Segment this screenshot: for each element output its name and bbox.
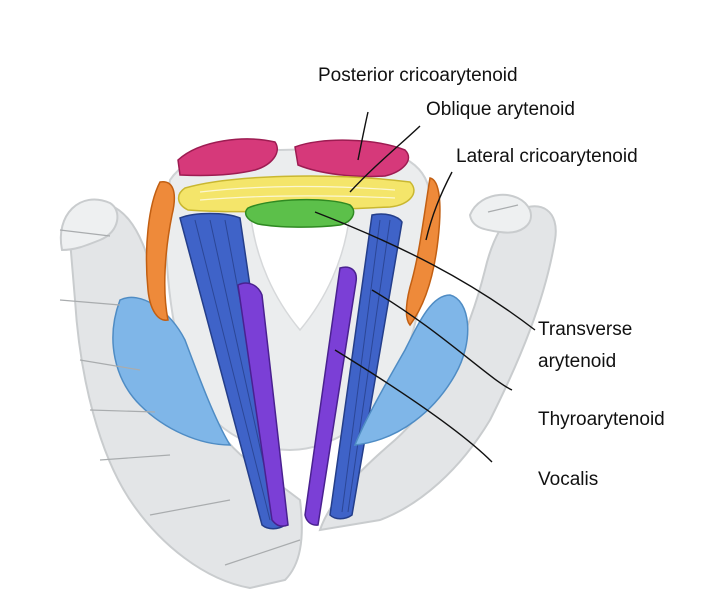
label-thyroarytenoid: Thyroarytenoid	[538, 409, 665, 430]
thyroid-horn-right	[468, 193, 532, 234]
vocalis-left	[237, 282, 289, 527]
thyroid-cartilage-right	[318, 205, 557, 532]
lateral-cricoarytenoid-left	[112, 296, 232, 446]
leader-posterior-cricoarytenoid	[357, 111, 369, 161]
oblique-arytenoid	[177, 175, 415, 213]
label-transverse-arytenoid-line1: Transverse	[538, 319, 633, 340]
leader-lines	[314, 111, 536, 463]
orange-muscle-left	[145, 181, 176, 321]
leader-lateral-cricoarytenoid	[425, 171, 453, 241]
label-oblique-arytenoid: Oblique arytenoid	[426, 99, 575, 120]
lateral-cricoarytenoid-right	[353, 294, 469, 446]
posterior-cricoarytenoid-left	[177, 138, 278, 177]
posterior-cricoarytenoid-right	[294, 139, 410, 178]
label-transverse-arytenoid-line2: arytenoid	[538, 351, 617, 372]
unlabeled-pointer-lines	[59, 204, 519, 566]
leader-transverse-arytenoid	[314, 211, 536, 331]
oblique-arytenoid-fibers	[199, 185, 396, 201]
thyroarytenoid-right	[329, 213, 403, 520]
label-vocalis: Vocalis	[538, 469, 599, 490]
thyroid-horn-left	[59, 198, 119, 252]
label-posterior-cricoarytenoid: Posterior cricoarytenoid	[318, 65, 518, 86]
orange-muscle-right	[405, 177, 441, 327]
vocalis-right	[304, 266, 358, 526]
transverse-arytenoid	[245, 198, 355, 228]
leader-vocalis	[334, 349, 493, 463]
label-lateral-cricoarytenoid: Lateral cricoarytenoid	[456, 146, 638, 167]
leader-thyroarytenoid	[371, 289, 513, 391]
leader-oblique-arytenoid	[349, 125, 421, 193]
